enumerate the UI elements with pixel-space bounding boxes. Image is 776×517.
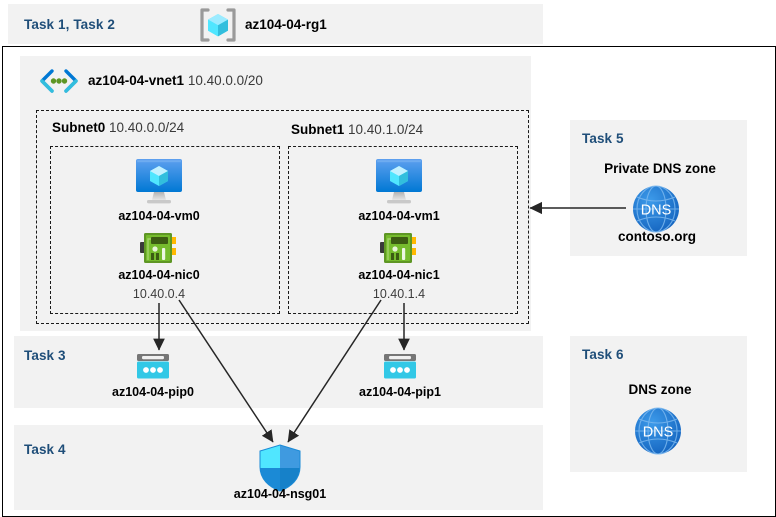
vnet-title: az104-04-vnet1 10.40.0.0/20 xyxy=(88,73,263,88)
dns-zone-globe-icon: DNS xyxy=(630,183,682,235)
task-5-label: Task 5 xyxy=(582,131,624,146)
vm1-label: az104-04-vm1 xyxy=(358,209,440,223)
subnets-container-dashed-box xyxy=(36,110,529,324)
vm0-label: az104-04-vm0 xyxy=(118,209,200,223)
subnet1-cidr: 10.40.1.0/24 xyxy=(348,122,424,137)
task-3-label: Task 3 xyxy=(24,348,66,363)
private-dns-zone-name: contoso.org xyxy=(618,229,696,244)
public-ip-address-icon xyxy=(380,352,420,384)
subnet1-dashed-box xyxy=(288,146,518,314)
subnet0-dashed-box xyxy=(50,146,280,314)
nic0-ip: 10.40.0.4 xyxy=(132,287,186,301)
nic1-ip: 10.40.1.4 xyxy=(372,287,426,301)
nic1-label: az104-04-nic1 xyxy=(358,268,440,282)
resource-group-name: az104-04-rg1 xyxy=(245,17,327,32)
pip1-label: az104-04-pip1 xyxy=(359,385,441,399)
network-interface-icon xyxy=(379,229,419,267)
nsg-label: az104-04-nsg01 xyxy=(233,487,327,501)
task-4-label: Task 4 xyxy=(24,442,66,457)
svg-text:DNS: DNS xyxy=(641,203,672,219)
vnet-name: az104-04-vnet1 xyxy=(88,73,185,88)
virtual-network-icon xyxy=(38,68,80,94)
task-1-2-label: Task 1, Task 2 xyxy=(24,17,115,32)
virtual-machine-icon xyxy=(371,157,427,207)
nic0-label: az104-04-nic0 xyxy=(118,268,200,282)
vnet-address-space: 10.40.0.0/20 xyxy=(187,73,263,88)
network-security-group-shield-icon xyxy=(257,443,303,493)
network-interface-icon xyxy=(139,229,179,267)
virtual-machine-icon xyxy=(131,157,187,207)
task3-panel xyxy=(14,336,543,408)
resource-group-icon xyxy=(199,6,237,44)
subnet0-cidr: 10.40.0.0/24 xyxy=(109,120,185,135)
subnet1-title: Subnet1 10.40.1.0/24 xyxy=(291,122,423,137)
subnet0-title: Subnet0 10.40.0.0/24 xyxy=(52,120,184,135)
subnet0-name: Subnet0 xyxy=(52,120,106,135)
pip0-label: az104-04-pip0 xyxy=(112,385,194,399)
dns-zone-globe-icon: DNS xyxy=(632,405,684,457)
vnet-panel xyxy=(20,56,531,331)
task-6-label: Task 6 xyxy=(582,347,624,362)
subnet1-name: Subnet1 xyxy=(291,122,345,137)
public-ip-address-icon xyxy=(133,352,173,384)
dns-zone-heading: DNS zone xyxy=(628,382,692,397)
svg-text:DNS: DNS xyxy=(643,425,674,441)
private-dns-zone-heading: Private DNS zone xyxy=(604,161,716,176)
resource-group-panel xyxy=(8,4,543,44)
